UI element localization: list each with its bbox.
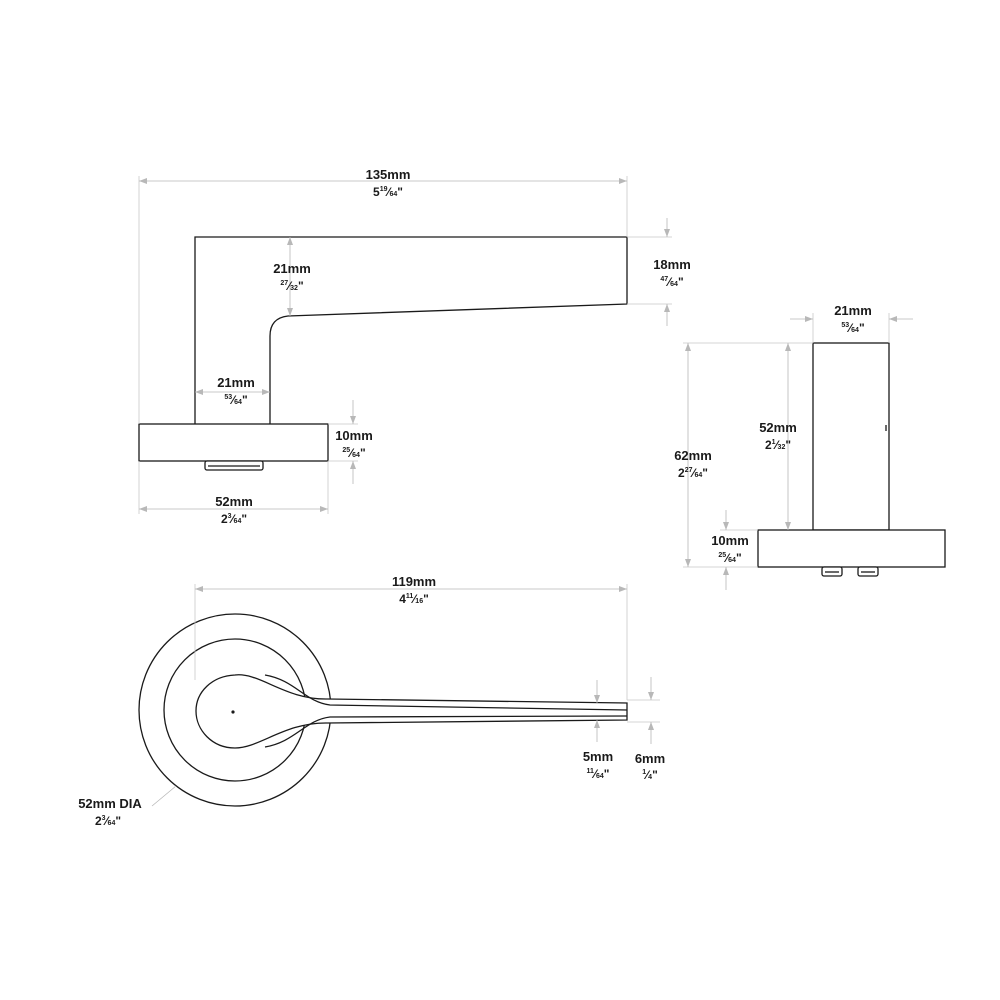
dim-21-end-mm: 21mm xyxy=(834,303,872,318)
arrow-head xyxy=(664,229,670,237)
dim-18-mm: 18mm xyxy=(653,257,691,272)
dim-21-root-mm: 21mm xyxy=(273,261,311,276)
arrow-head xyxy=(350,461,356,469)
spindle-center-mark xyxy=(231,710,235,714)
arrow-head xyxy=(287,237,293,245)
arrow-head xyxy=(594,695,600,703)
dim-5-mm: 5mm xyxy=(583,749,613,764)
dim-52-inch: 23⁄64" xyxy=(221,512,247,526)
dim-18-inch: 47⁄64" xyxy=(660,275,683,289)
dim-52-end-inch: 21⁄32" xyxy=(765,438,791,452)
arrow-head xyxy=(805,316,813,322)
arrow-head xyxy=(619,586,627,592)
end-view: 21mm 53⁄64" 62mm 227⁄64" 52mm 21⁄32" 10m… xyxy=(674,303,946,590)
arrow-head xyxy=(139,178,147,184)
dim-dia-mm: 52mm DIA xyxy=(78,796,142,811)
arrow-head xyxy=(785,522,791,530)
arrow-head xyxy=(664,304,670,312)
arrow-head xyxy=(685,559,691,567)
dim-10-end-inch: 25⁄64" xyxy=(718,551,741,565)
dim-62-mm: 62mm xyxy=(674,448,712,463)
arrow-head xyxy=(685,343,691,351)
dim-21-root-inch: 27⁄32" xyxy=(280,279,303,293)
rose-side xyxy=(138,423,329,462)
lever-plan-outline xyxy=(195,674,628,749)
dim-52-mm: 52mm xyxy=(215,494,253,509)
arrow-head xyxy=(139,506,147,512)
dim-21-neck-inch: 53⁄64" xyxy=(224,393,247,407)
dim-52-end-mm: 52mm xyxy=(759,420,797,435)
arrow-head xyxy=(723,567,729,575)
dim-10-mm: 10mm xyxy=(335,428,373,443)
dim-6-inch: 1⁄4" xyxy=(642,768,658,782)
dim-6-mm: 6mm xyxy=(635,751,665,766)
leader-line-dia xyxy=(151,785,177,807)
arrow-head xyxy=(889,316,897,322)
arrow-head xyxy=(648,722,654,730)
lever-side-profile xyxy=(194,236,628,425)
arrow-head xyxy=(648,692,654,700)
arrow-head xyxy=(594,720,600,728)
dim-135-mm: 135mm xyxy=(366,167,411,182)
arrow-head xyxy=(619,178,627,184)
dim-dia-inch: 23⁄64" xyxy=(95,814,121,828)
arrow-head xyxy=(320,506,328,512)
dim-5-inch: 11⁄64" xyxy=(587,767,610,781)
rose-end xyxy=(757,529,946,568)
arrow-head xyxy=(723,522,729,530)
top-view: 119mm 411⁄16" 5mm 11⁄64" 6mm 1⁄4" 52mm D… xyxy=(78,574,665,828)
dim-119-inch: 411⁄16" xyxy=(399,592,429,606)
arrow-head xyxy=(287,308,293,316)
dim-10-inch: 25⁄64" xyxy=(342,446,365,460)
side-view: 135mm 519⁄64" 18mm 47⁄64" 21mm 27⁄32" 21… xyxy=(138,167,691,526)
dim-135-inch: 519⁄64" xyxy=(373,185,403,199)
arrow-head xyxy=(195,389,203,395)
arrow-head xyxy=(262,389,270,395)
dim-21-neck-mm: 21mm xyxy=(217,375,255,390)
arrow-head xyxy=(195,586,203,592)
dim-10-end-mm: 10mm xyxy=(711,533,749,548)
dim-62-inch: 227⁄64" xyxy=(678,466,708,480)
dim-21-end-inch: 53⁄64" xyxy=(841,321,864,335)
neck-end xyxy=(812,342,890,531)
arrow-head xyxy=(785,343,791,351)
lever-plan-edge xyxy=(264,674,628,748)
arrow-head xyxy=(350,416,356,424)
dim-119-mm: 119mm xyxy=(392,574,436,589)
